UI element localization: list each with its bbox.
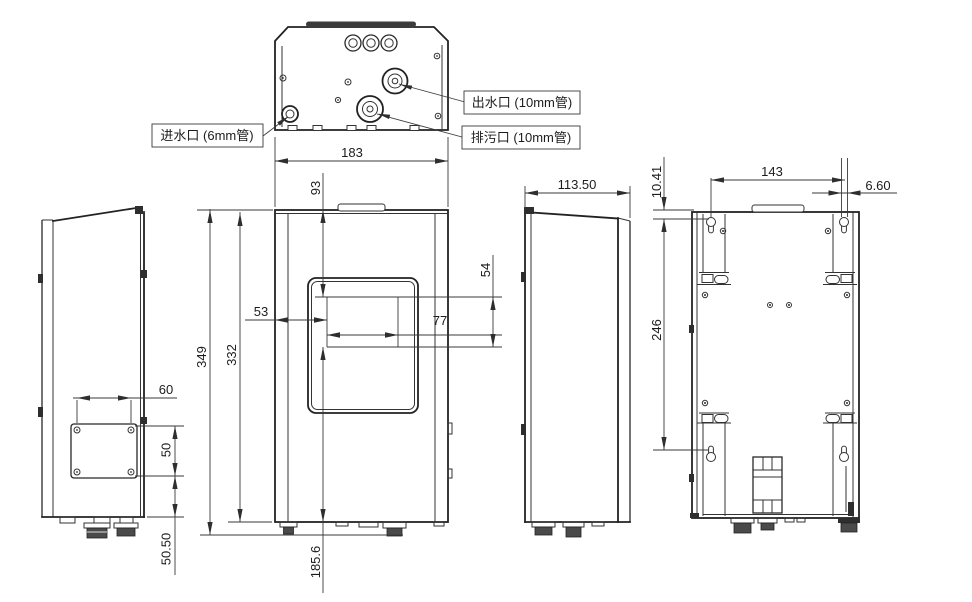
left-feet <box>59 516 139 539</box>
back-view <box>689 204 860 534</box>
top-screws <box>279 52 442 120</box>
svg-text:349: 349 <box>194 346 209 368</box>
dim-left: 60 50 50.50 <box>73 382 184 575</box>
top-bottom-tabs <box>287 125 420 131</box>
front-top-tab <box>337 203 386 212</box>
svg-text:54: 54 <box>478 263 493 277</box>
svg-text:93: 93 <box>308 181 323 195</box>
svg-text:246: 246 <box>649 319 664 341</box>
drain-port <box>356 95 384 123</box>
port-callouts: 出水口 (10mm管) 排污口 (10mm管) 进水口 (6mm管) <box>151 83 581 150</box>
svg-text:10.41: 10.41 <box>649 166 664 199</box>
back-feet <box>730 517 860 534</box>
bracket-lower-left <box>697 412 731 424</box>
svg-text:185.6: 185.6 <box>308 546 323 579</box>
svg-text:113.50: 113.50 <box>558 177 597 192</box>
back-screws <box>701 227 851 407</box>
bracket-lower-right <box>823 412 857 424</box>
top-view <box>274 21 449 131</box>
right-feet <box>531 521 605 538</box>
inlet-port <box>281 105 299 123</box>
outlet-port <box>381 67 409 95</box>
lid-bar <box>306 21 416 27</box>
top-vent-circles <box>344 34 398 52</box>
keyhole-bottom-right <box>839 445 849 462</box>
svg-text:53: 53 <box>254 304 268 319</box>
dim-top-width: 183 <box>274 137 449 207</box>
outlet-label: 出水口 (10mm管) <box>472 95 572 110</box>
front-window <box>307 277 419 414</box>
keyhole-bottom-left <box>706 445 716 462</box>
drain-label: 排污口 (10mm管) <box>471 130 571 145</box>
dim-right-depth: 113.50 <box>524 177 631 218</box>
keyhole-top-left <box>706 217 716 234</box>
svg-text:183: 183 <box>341 145 363 160</box>
bracket-upper-right <box>823 272 857 285</box>
svg-text:143: 143 <box>761 164 783 179</box>
svg-text:50.50: 50.50 <box>159 533 174 566</box>
right-side-view <box>521 207 631 538</box>
left-side-view <box>38 206 147 539</box>
svg-text:50: 50 <box>159 443 174 457</box>
inlet-label: 进水口 (6mm管) <box>160 128 253 143</box>
side-panel <box>70 423 138 479</box>
svg-text:60: 60 <box>159 382 173 397</box>
front-feet <box>279 521 445 537</box>
dim-front: 53 77 54 93 185.6 349 332 <box>194 173 502 593</box>
svg-text:332: 332 <box>224 344 239 366</box>
bracket-upper-left <box>697 272 731 285</box>
dim-back: 143 6.60 10.41 246 <box>649 157 897 451</box>
terminal-block <box>752 456 783 514</box>
svg-text:6.60: 6.60 <box>865 178 890 193</box>
back-top-tab <box>751 204 805 213</box>
keyhole-top-right <box>839 217 849 234</box>
front-view <box>274 203 502 537</box>
svg-text:77: 77 <box>433 313 447 328</box>
